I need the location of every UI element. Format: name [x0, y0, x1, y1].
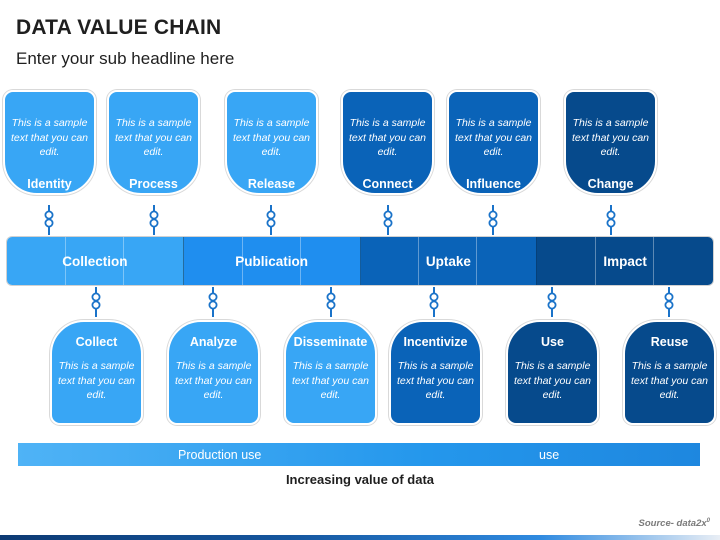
stage-band: Collection Publication Uptake Impact: [7, 237, 713, 285]
card-label: Influence: [466, 177, 521, 191]
card-label: Use: [541, 335, 564, 349]
card-label: Reuse: [650, 335, 689, 349]
stage-divider: [241, 237, 243, 285]
page-subtitle: Enter your sub headline here: [16, 49, 235, 68]
chain-link-icon: [429, 287, 439, 317]
chain-link-icon: [149, 205, 159, 235]
stage-divider: [299, 237, 301, 285]
bottom-card-incentivize: Incentivize This is a sample text that y…: [389, 320, 482, 425]
stage-divider: [595, 237, 597, 285]
card-label: Process: [129, 177, 178, 191]
card-label: Incentivize: [403, 335, 468, 349]
top-card-identity: This is a sample text that you can edit.…: [3, 90, 96, 195]
source-text: Source- data2x: [638, 518, 707, 530]
card-text: This is a sample text that you can edit.: [57, 360, 136, 401]
chain-link-icon: [44, 205, 54, 235]
bottom-card-reuse: Reuse This is a sample text that you can…: [623, 320, 716, 425]
chain-link-icon: [91, 287, 101, 317]
card-text: This is a sample text that you can edit.: [174, 360, 253, 401]
production-use-bar: Production use use: [18, 443, 700, 466]
stage-divider: [122, 237, 124, 285]
stage-publication: Publication: [183, 237, 361, 285]
card-text: This is a sample text that you can edit.: [348, 117, 427, 158]
chain-link-icon: [383, 205, 393, 235]
stage-label: Collection: [62, 253, 128, 269]
chain-link-icon: [208, 287, 218, 317]
stage-label: Impact: [603, 253, 647, 269]
card-text: This is a sample text that you can edit.: [454, 117, 533, 158]
card-label: Collect: [75, 335, 118, 349]
chain-link-icon: [547, 287, 557, 317]
chain-link-icon: [664, 287, 674, 317]
bottom-card-use: Use This is a sample text that you can e…: [506, 320, 599, 425]
card-label: Connect: [362, 177, 413, 191]
chain-link-icon: [266, 205, 276, 235]
top-card-change: This is a sample text that you can edit.…: [564, 90, 657, 195]
stage-divider: [653, 237, 655, 285]
page-title: DATA VALUE CHAIN: [16, 16, 222, 39]
card-text: This is a sample text that you can edit.: [291, 360, 370, 401]
card-label: Change: [587, 177, 634, 191]
stage-divider: [418, 237, 420, 285]
card-text: This is a sample text that you can edit.: [396, 360, 475, 401]
chain-link-icon: [488, 205, 498, 235]
bottom-card-analyze: Analyze This is a sample text that you c…: [167, 320, 260, 425]
top-card-connect: This is a sample text that you can edit.…: [341, 90, 434, 195]
card-text: This is a sample text that you can edit.: [10, 117, 89, 158]
source-sup: 0: [706, 518, 710, 524]
footer-accent-line: [0, 535, 720, 540]
source-note: Source- data2x0: [639, 518, 710, 529]
use-bar-left-label: Production use: [178, 447, 262, 462]
bottom-card-disseminate: Disseminate This is a sample text that y…: [284, 320, 377, 425]
card-label: Identity: [27, 177, 72, 191]
card-text: This is a sample text that you can edit.: [513, 360, 592, 401]
stage-impact: Impact: [537, 237, 713, 285]
top-card-release: This is a sample text that you can edit.…: [225, 90, 318, 195]
card-text: This is a sample text that you can edit.: [571, 117, 650, 158]
value-caption: Increasing value of data: [285, 472, 435, 487]
card-text: This is a sample text that you can edit.: [114, 117, 193, 158]
card-label: Analyze: [189, 335, 238, 349]
top-card-influence: This is a sample text that you can edit.…: [447, 90, 540, 195]
chain-link-icon: [606, 205, 616, 235]
stage-collection: Collection: [7, 237, 184, 285]
chain-link-icon: [326, 287, 336, 317]
stage-label: Publication: [235, 253, 308, 269]
card-label: Disseminate: [293, 335, 368, 349]
card-text: This is a sample text that you can edit.: [232, 117, 311, 158]
card-label: Release: [247, 177, 296, 191]
use-bar-right-label: use: [539, 447, 560, 462]
card-text: This is a sample text that you can edit.: [630, 360, 709, 401]
stage-label: Uptake: [425, 253, 471, 269]
stage-divider: [64, 237, 66, 285]
top-card-process: This is a sample text that you can edit.…: [107, 90, 200, 195]
stage-divider: [476, 237, 478, 285]
bottom-card-collect: Collect This is a sample text that you c…: [50, 320, 143, 425]
stage-uptake: Uptake: [360, 237, 538, 285]
